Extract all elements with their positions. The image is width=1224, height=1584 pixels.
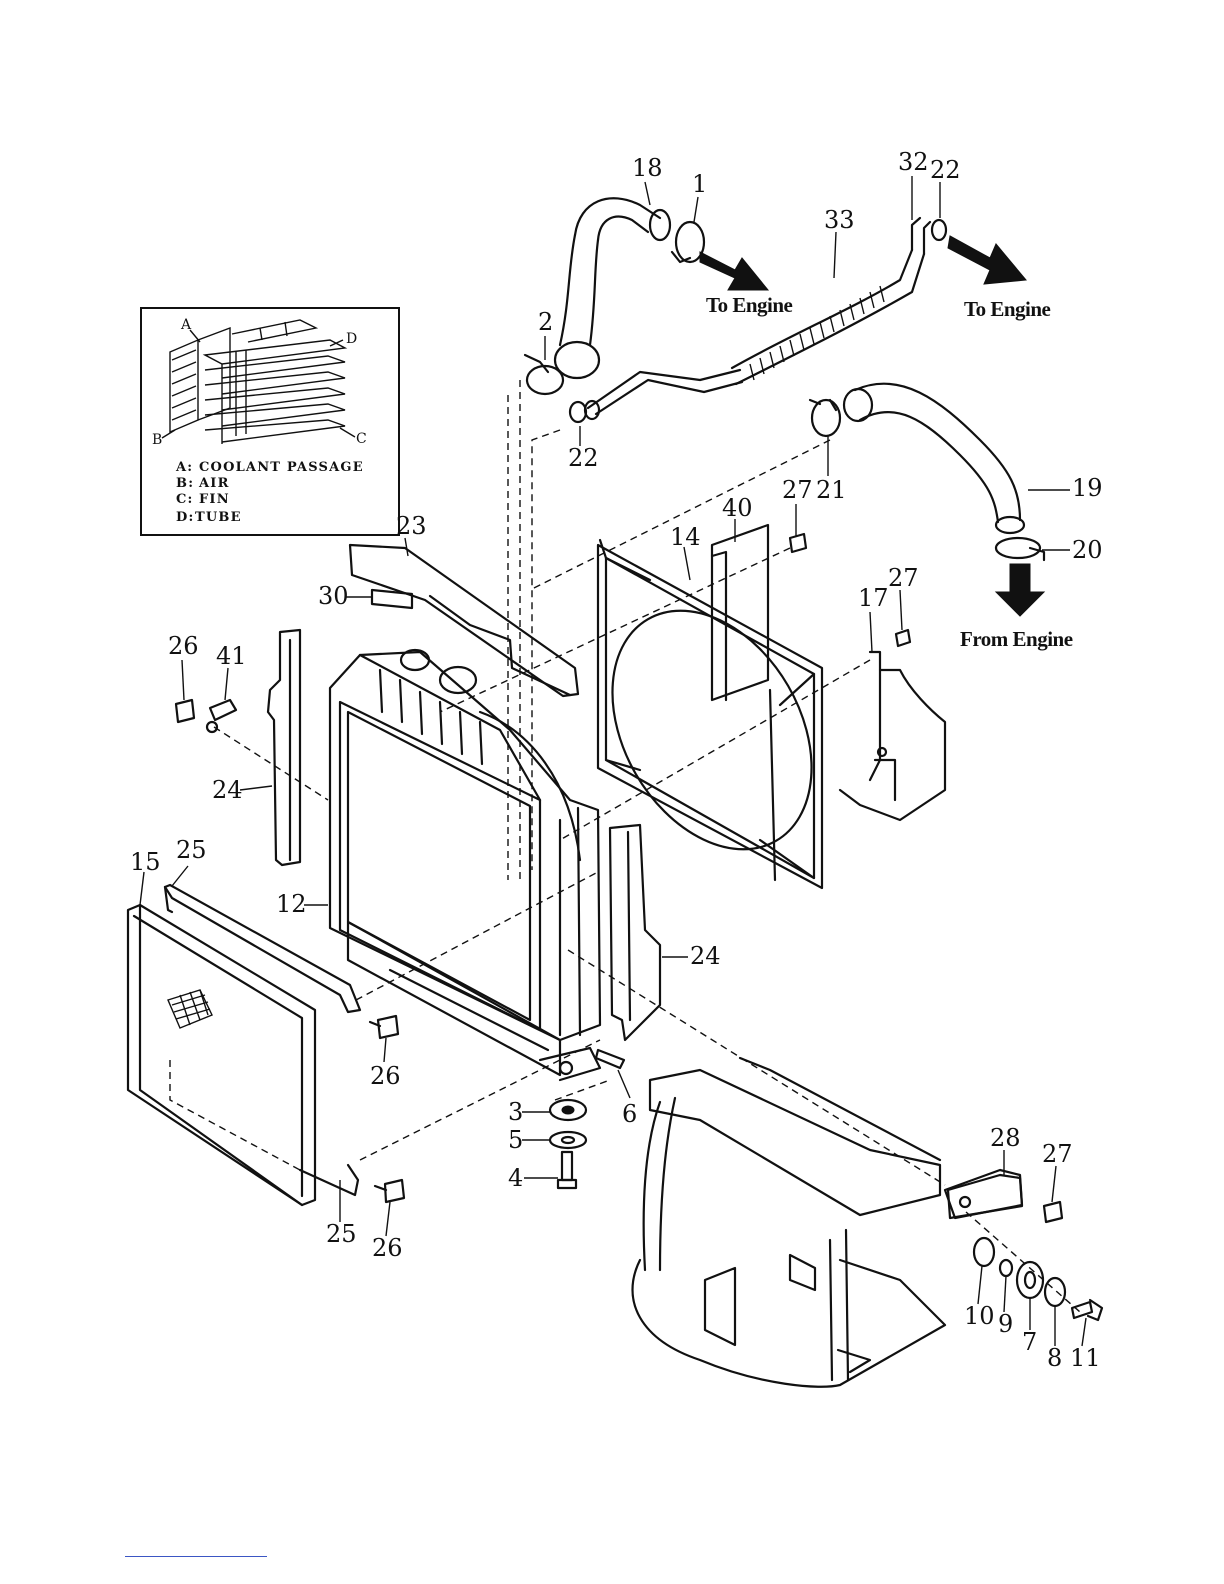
footer-rule	[125, 1556, 267, 1557]
part-number: 8	[1047, 1344, 1062, 1372]
part-number: 27	[782, 476, 813, 504]
part-number: 3	[508, 1098, 523, 1126]
part-number: 40	[722, 494, 753, 522]
assembly-lines	[214, 380, 1080, 1312]
mount-rubber-3	[550, 1100, 586, 1120]
washer-5	[550, 1132, 586, 1148]
part-number: 24	[212, 776, 243, 804]
part-number: 33	[824, 206, 855, 234]
part-number: 10	[964, 1302, 995, 1330]
clamp-21	[810, 400, 840, 436]
legend-c-text: FIN	[199, 492, 230, 507]
part-number: 26	[370, 1062, 401, 1090]
part-number: 26	[372, 1234, 403, 1262]
part-number: 6	[622, 1100, 637, 1128]
seal-top-23	[350, 545, 578, 696]
to-engine-label-1: To Engine	[706, 293, 793, 317]
washer-8	[1045, 1278, 1065, 1306]
part-number: 14	[670, 523, 701, 551]
legend-d-text: TUBE	[195, 510, 242, 525]
part-number: 22	[930, 156, 961, 184]
part-number: 25	[326, 1220, 357, 1248]
part-number: 21	[816, 476, 847, 504]
part-number: 26	[168, 632, 199, 660]
bracket-28	[948, 1175, 1022, 1218]
part-number: 30	[318, 582, 349, 610]
core-section-drawing	[170, 320, 345, 444]
bolt-27-bracket	[896, 630, 910, 646]
part-number: 27	[888, 564, 919, 592]
part-number: 20	[1072, 536, 1103, 564]
arrow-from-engine	[996, 564, 1044, 616]
seal-right-24	[610, 825, 660, 1040]
legend-a-key: A:	[175, 460, 193, 475]
part-number: 24	[690, 942, 721, 970]
part-number: 7	[1022, 1328, 1037, 1356]
part-number: 22	[568, 444, 599, 472]
clamp-22-top	[932, 220, 946, 240]
bolt-27-frame	[1044, 1202, 1062, 1222]
bolt-4	[558, 1152, 576, 1188]
bolt-26-left	[176, 700, 194, 722]
lower-hose-19	[844, 384, 1024, 533]
part-number: 25	[176, 836, 207, 864]
part-number: 18	[632, 154, 663, 182]
legend-b-text: AIR	[198, 476, 230, 491]
bolt-26-bottom	[375, 1180, 404, 1202]
legend-d-key: D:	[176, 510, 194, 525]
part-number: 41	[216, 642, 247, 670]
clip-41	[207, 700, 236, 732]
part-number: 27	[1042, 1140, 1073, 1168]
bracket-17	[840, 652, 945, 820]
inset-label-c: C	[356, 431, 367, 447]
mounting-frame	[633, 1058, 1023, 1387]
part-number: 23	[396, 512, 427, 540]
part-number: 19	[1072, 474, 1103, 502]
part-number: 9	[998, 1310, 1013, 1338]
part-number: 1	[692, 170, 707, 198]
legend-b-key: B:	[176, 476, 194, 491]
inset-label-d: D	[346, 331, 357, 347]
part-number: 11	[1070, 1344, 1101, 1372]
bolt-26-mid	[370, 1016, 398, 1038]
part-number: 4	[508, 1164, 523, 1192]
part-number: 17	[858, 584, 889, 612]
bolt-27-shroud	[790, 534, 806, 552]
seal-left-24	[268, 630, 300, 865]
legend-c-key: C:	[176, 492, 194, 507]
washer-9	[1000, 1260, 1012, 1276]
from-engine-label: From Engine	[960, 627, 1073, 651]
radiator-12	[330, 650, 600, 1080]
seal-25-bottom	[300, 1165, 358, 1195]
clamp-2	[525, 355, 563, 394]
part-number: 2	[538, 308, 553, 336]
clamp-22-bottom	[570, 402, 586, 422]
core-detail-inset: A D B C A: COOLANT PASSAGE B: AIR C: FIN…	[141, 308, 399, 535]
clamp-20	[996, 538, 1044, 560]
to-engine-label-2: To Engine	[964, 297, 1051, 321]
legend-a-text: COOLANT PASSAGE	[199, 460, 364, 475]
part-number: 5	[508, 1126, 523, 1154]
drain-6	[596, 1050, 624, 1068]
bolt-11	[1072, 1300, 1102, 1320]
part-number: 32	[898, 148, 929, 176]
inset-label-b: B	[152, 432, 162, 448]
clamp-1	[672, 222, 704, 262]
arrow-to-engine-2	[948, 236, 1026, 284]
part-number: 28	[990, 1124, 1021, 1152]
pad-30	[372, 590, 412, 608]
washer-10	[974, 1238, 994, 1266]
upper-hose	[555, 198, 670, 378]
bypass-hose-33	[585, 218, 930, 419]
part-number: 15	[130, 848, 161, 876]
part-number: 12	[276, 890, 307, 918]
arrow-to-engine-1	[700, 252, 768, 290]
